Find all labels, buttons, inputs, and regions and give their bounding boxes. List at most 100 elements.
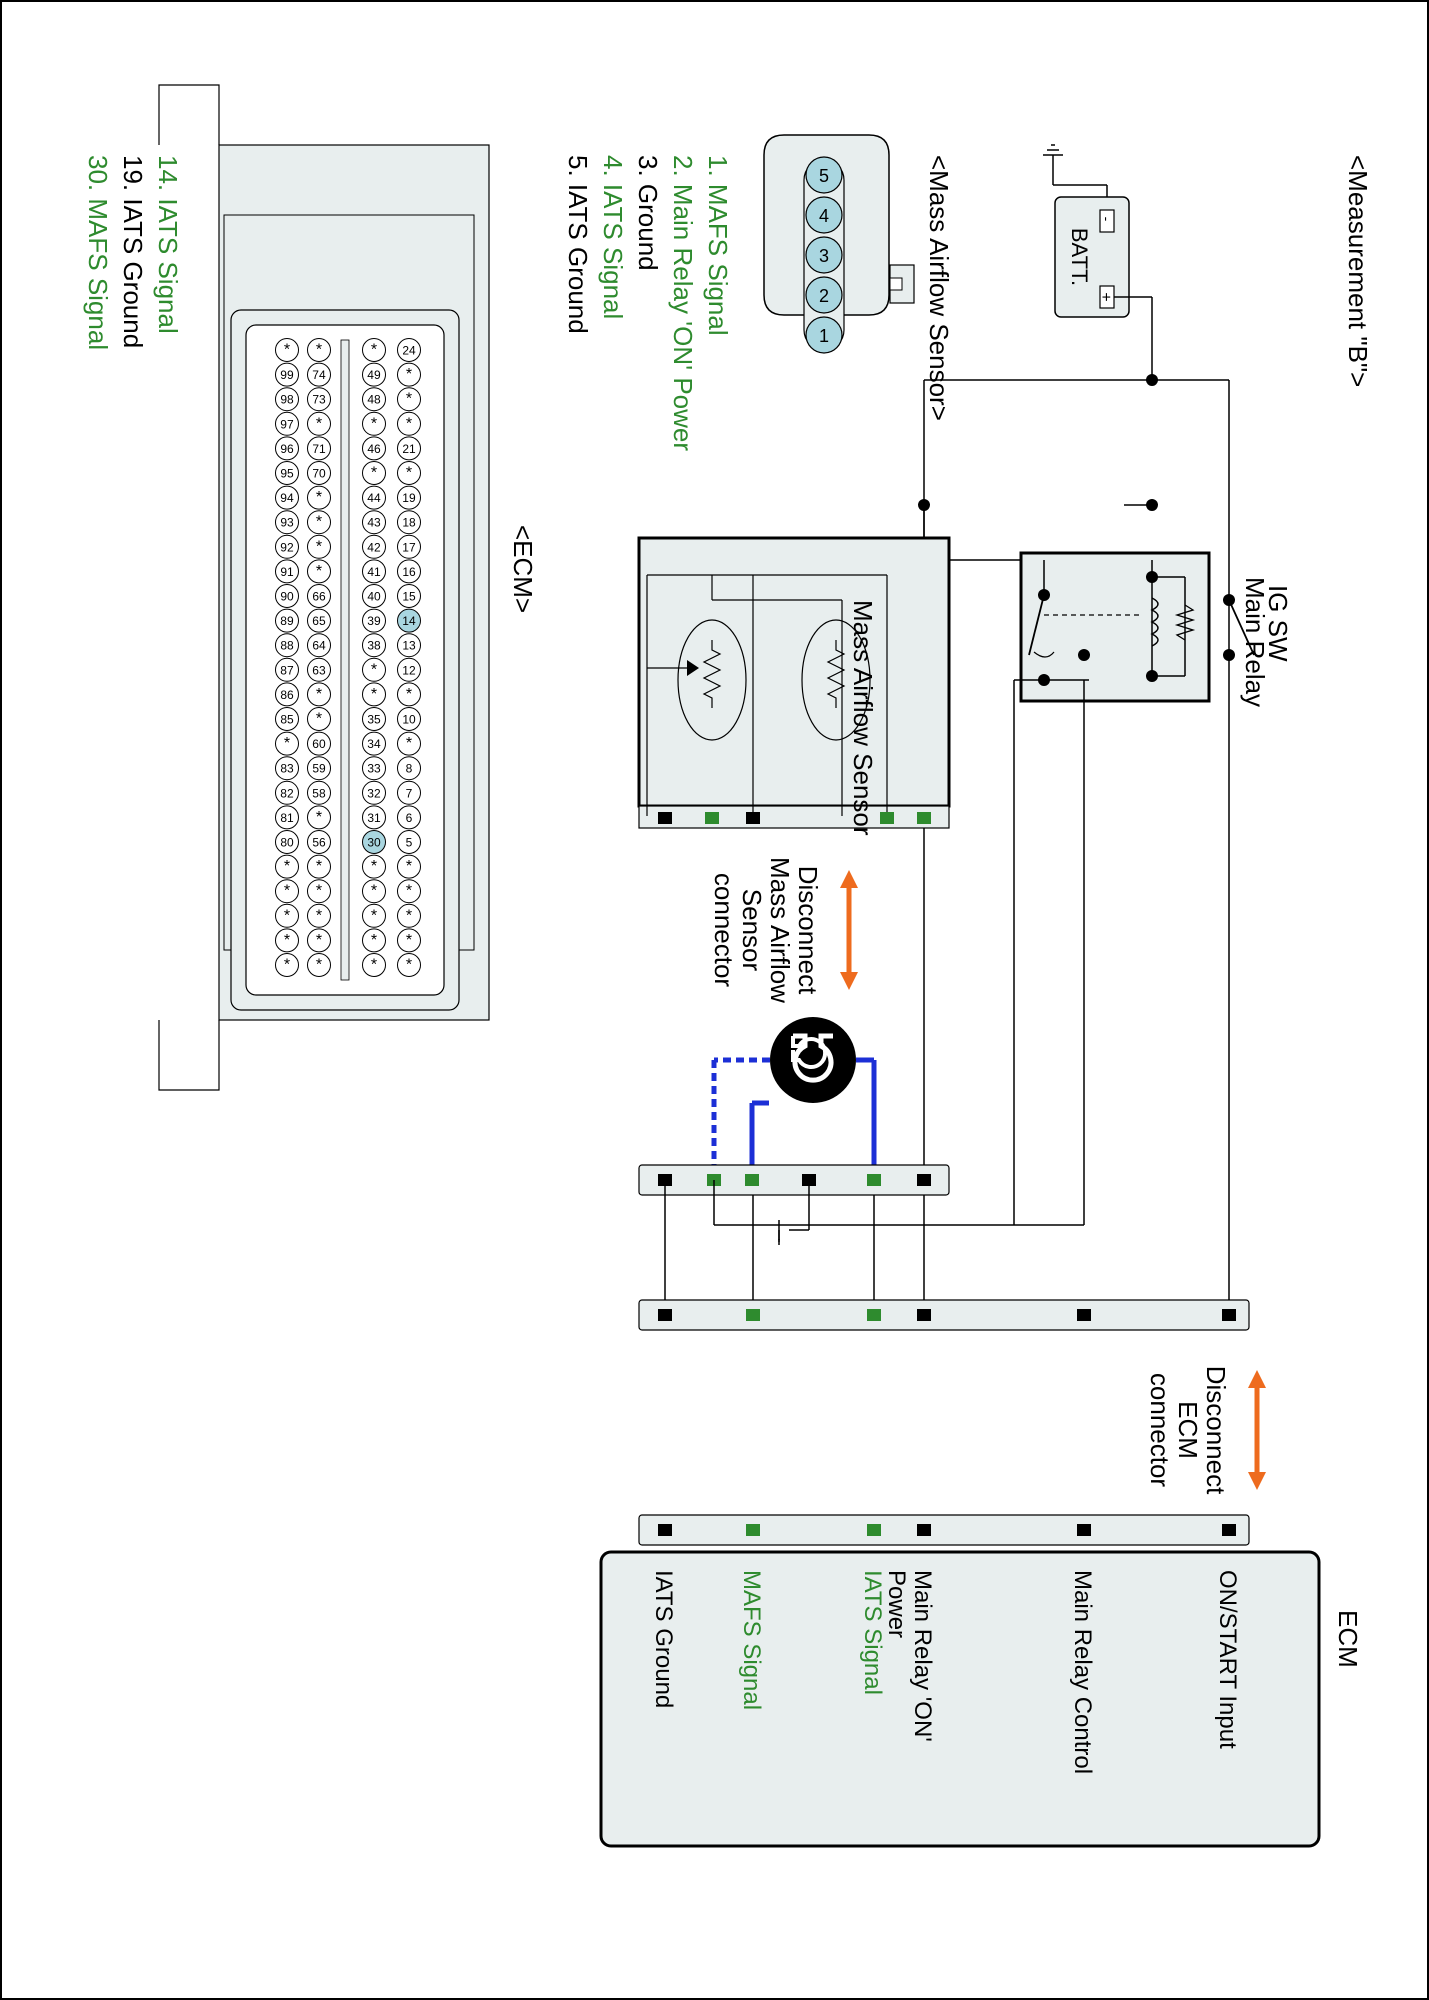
- arrow-down-icon: [840, 972, 858, 990]
- ecm-connector-pin: [362, 436, 386, 461]
- ecm-terminal-label: Main Relay Control: [1069, 1570, 1096, 1774]
- maf-connector-pin-number: 2: [819, 286, 829, 306]
- arrow-up-icon: [840, 870, 858, 888]
- ecm-terminal-label: MAFS Signal: [738, 1570, 765, 1710]
- terminal-pin: [867, 1524, 881, 1536]
- ecm-connector-pin-number: 94: [280, 491, 294, 505]
- ecm-connector-pin: [275, 657, 299, 682]
- ecm-connector-pin-number: 85: [280, 713, 294, 727]
- ecm-connector-pin: [307, 362, 331, 387]
- ecm-connector-pin-number: 48: [367, 393, 381, 407]
- ecm-pin-legend-item: 14. IATS Signal: [153, 155, 183, 334]
- ecm-connector-pin: [307, 928, 331, 953]
- ecm-connector-pin-number: *: [316, 932, 322, 949]
- ecm-connector-pin: [275, 510, 299, 535]
- ecm-connector-pin-number: 19: [402, 491, 416, 505]
- ecm-connector-pin: [397, 682, 421, 707]
- ecm-connector-pin: [397, 756, 421, 781]
- ecm-connector-pin: [362, 830, 386, 854]
- ecm-connector-pin-number: 31: [367, 811, 381, 825]
- ecm-connector-pin: [275, 362, 299, 387]
- ecm-connector-pin-number: 46: [367, 442, 381, 456]
- ig-switch: IG SW: [1223, 585, 1293, 1300]
- ecm-connector-pin: [362, 879, 386, 904]
- ecm-connector-pin: [307, 756, 331, 781]
- ecm-connector-pin: [362, 510, 386, 535]
- ecm-connector-pin-number: *: [284, 735, 290, 752]
- ecm-connector-pin-number: *: [316, 858, 322, 875]
- terminal-pin: [867, 1174, 881, 1186]
- ecm-terminal-label-line2: Power: [883, 1570, 910, 1638]
- ecm-connector-pin: [362, 731, 386, 756]
- ecm-connector-pin-number: *: [371, 883, 377, 900]
- ecm-connector-pin-number: *: [316, 489, 322, 506]
- ecm-connector-pin-number: *: [316, 907, 322, 924]
- maf-pin-legend-item: 3. Ground: [633, 155, 663, 271]
- ecm-connector-pin: [307, 953, 331, 977]
- ecm-connector-pin: [307, 731, 331, 756]
- ecm-connector-pin: [397, 903, 421, 928]
- ecm-connector-pin-number: *: [316, 563, 322, 580]
- terminal-pin: [917, 1524, 931, 1536]
- ecm-connector-pin-number: *: [371, 957, 377, 974]
- ecm-connector-pin-number: 86: [280, 688, 294, 702]
- maf-pin-legend-item: 4. IATS Signal: [598, 155, 628, 319]
- maf-sensor-body: [637, 536, 951, 808]
- ecm-connector-pin: [397, 707, 421, 731]
- ecm-connector-pin: [397, 879, 421, 904]
- ecm-connector-pin: [307, 879, 331, 904]
- ecm-connector-pin-number: *: [316, 342, 322, 359]
- ecm-label: ECM: [1333, 1610, 1363, 1668]
- ecm-connector-pin-number: 96: [280, 442, 294, 456]
- maf-connector-pin-number: 4: [819, 206, 829, 226]
- ecm-connector-pin-number: *: [316, 711, 322, 728]
- maf-pin-legend-item: 1. MAFS Signal: [703, 155, 733, 336]
- ecm-connector-pin: [275, 436, 299, 461]
- ecm-connector-pin-number: 56: [312, 836, 326, 850]
- ecm-connector-pin: [397, 928, 421, 953]
- ecm-connector-pin-number: 33: [367, 762, 381, 776]
- terminal-pin: [745, 1174, 759, 1186]
- ecm-connector-pin-number: 6: [406, 811, 413, 825]
- ecm-connector-pin-number: 97: [280, 417, 294, 431]
- ecm-connector-pin: [275, 903, 299, 928]
- ecm-connector-pin: [362, 780, 386, 805]
- ecm-pin-legend-item: 19. IATS Ground: [118, 155, 148, 348]
- ecm-connector-pin: [362, 756, 386, 781]
- ecm-connector-pin-number: 44: [367, 491, 381, 505]
- ecm-connector-pin: [275, 338, 299, 362]
- ecm-connector-pin: [275, 805, 299, 830]
- ecm-connector-pin: [275, 461, 299, 485]
- terminal-pin: [917, 812, 931, 824]
- ecm-connector-pin-number: *: [284, 342, 290, 359]
- ecm-connector-pin-number: 89: [280, 614, 294, 628]
- ecm-connector-pin-number: 16: [402, 565, 416, 579]
- terminal-pin: [1222, 1524, 1236, 1536]
- ecm-connector-pin-number: *: [316, 957, 322, 974]
- terminal-pin: [746, 812, 760, 824]
- ecm-terminal-label: ON/START Input: [1214, 1570, 1241, 1749]
- battery-label: BATT.: [1067, 228, 1092, 286]
- ecm-connector-pin-number: 34: [367, 737, 381, 751]
- maf-connector-pin: [805, 196, 843, 234]
- ecm-connector-pin: [362, 928, 386, 953]
- ecm-connector-pin-number: 73: [312, 393, 326, 407]
- ecm-connector-pin-number: *: [371, 661, 377, 678]
- ecm-connector-pin: [307, 387, 331, 412]
- ecm-connector-pin: [307, 657, 331, 682]
- ecm-connector-pin-number: *: [284, 883, 290, 900]
- ecm-connector-pin: [275, 756, 299, 781]
- ecm-connector-pin: [275, 485, 299, 510]
- ecm-connector-pin: [275, 879, 299, 904]
- ecm-connector-pin: [362, 903, 386, 928]
- ecm-connector-pin-number: 42: [367, 540, 381, 554]
- ecm-connector-pin-number: *: [284, 957, 290, 974]
- ecm-connector-pin: [307, 461, 331, 485]
- ecm-connector-pin: [397, 534, 421, 559]
- ecm-connector-pin: [397, 461, 421, 485]
- maf-potentiometer-icon: [702, 640, 722, 708]
- terminal-pin: [746, 1309, 760, 1321]
